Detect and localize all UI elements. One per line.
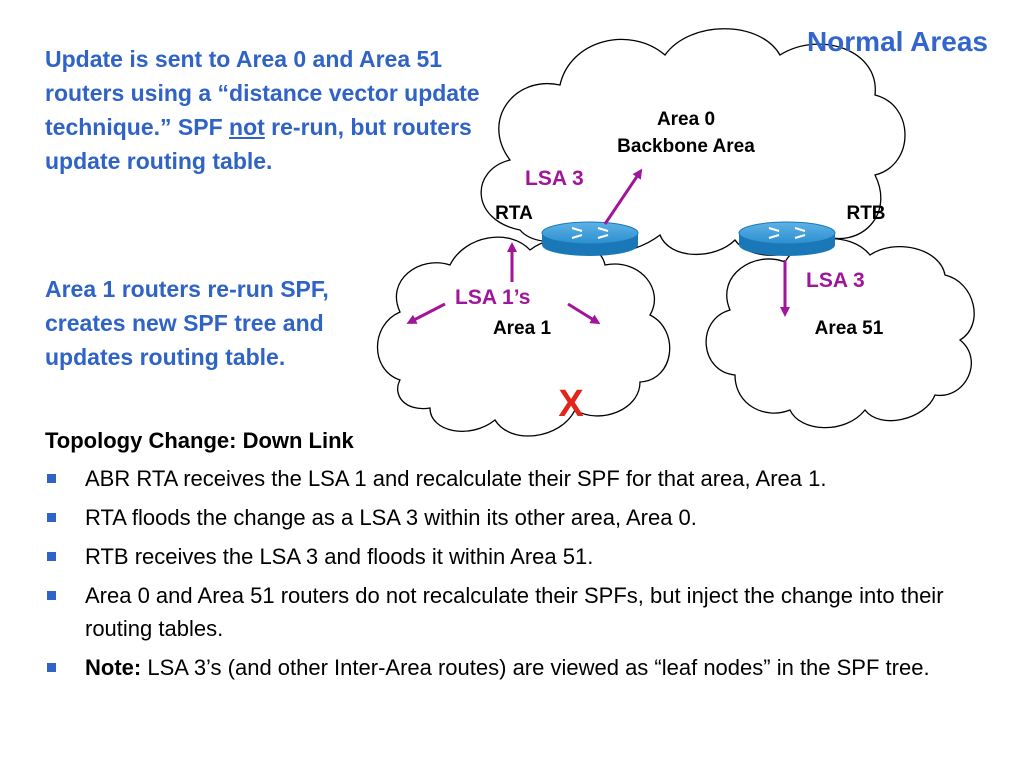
update-note-emphasis: not	[229, 114, 265, 140]
bullet-item: RTB receives the LSA 3 and floods it wit…	[45, 540, 995, 573]
area1-note: Area 1 routers re-run SPF, creates new S…	[45, 276, 329, 370]
bullet-item: RTA floods the change as a LSA 3 within …	[45, 501, 995, 534]
area51-label: Area 51	[815, 318, 884, 339]
bullet-text: RTB receives the LSA 3 and floods it wit…	[85, 544, 594, 569]
section-heading: Topology Change: Down Link	[45, 428, 354, 453]
router-rta-icon	[541, 221, 639, 256]
bullet-square-icon	[47, 474, 56, 483]
bullet-text: RTA floods the change as a LSA 3 within …	[85, 505, 697, 530]
bullet-bold: Note:	[85, 655, 142, 680]
area0-cloud	[480, 28, 906, 256]
rtb-label: RTB	[846, 203, 885, 224]
bullet-text: Area 0 and Area 51 routers do not recalc…	[85, 583, 944, 641]
page-title: Normal Areas	[806, 26, 988, 57]
bullet-text: ABR RTA receives the LSA 1 and recalcula…	[85, 466, 827, 491]
area0-label-line2: Backbone Area	[617, 136, 755, 157]
area1-cloud	[377, 236, 671, 437]
lsa3-rta-label: LSA 3	[525, 167, 584, 190]
update-note-part1: Update is sent to Area 0 and Area 51 rou…	[45, 46, 480, 140]
area0-label-line1: Area 0	[657, 109, 715, 130]
arrow-lsa1-left	[406, 302, 446, 324]
lsa3-rtb-label: LSA 3	[806, 269, 865, 292]
area1-label: Area 1	[493, 318, 552, 339]
arrow-rta-to-area0	[603, 168, 643, 225]
link-down-mark: X	[558, 383, 584, 425]
arrow-lsa1-right	[567, 302, 601, 325]
router-rtb-icon	[738, 221, 836, 256]
update-note: Update is sent to Area 0 and Area 51 rou…	[45, 42, 485, 178]
bullet-list: ABR RTA receives the LSA 1 and recalcula…	[45, 462, 995, 690]
bullet-item: Note: LSA 3’s (and other Inter-Area rout…	[45, 651, 995, 684]
bullet-square-icon	[47, 591, 56, 600]
area51-cloud	[705, 238, 975, 429]
bullet-item: ABR RTA receives the LSA 1 and recalcula…	[45, 462, 995, 495]
bullet-text: LSA 3’s (and other Inter-Area routes) ar…	[141, 655, 930, 680]
rta-label: RTA	[495, 203, 533, 224]
update-note-part2: re-run, but routers update routing table…	[45, 114, 472, 174]
lsa1s-label: LSA 1’s	[455, 286, 530, 309]
bullet-square-icon	[47, 552, 56, 561]
bullet-square-icon	[47, 663, 56, 672]
bullet-item: Area 0 and Area 51 routers do not recalc…	[45, 579, 995, 645]
bullet-square-icon	[47, 513, 56, 522]
